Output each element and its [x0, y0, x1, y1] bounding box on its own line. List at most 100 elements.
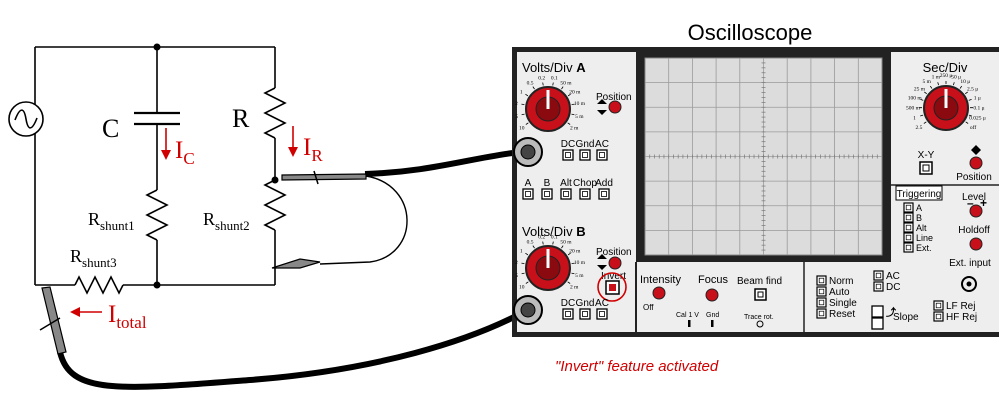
trace-rot-screw[interactable] — [756, 320, 764, 328]
panel-button[interactable] — [816, 286, 827, 297]
button-label: A — [525, 178, 532, 189]
panel-button[interactable] — [522, 188, 534, 200]
panel-button[interactable] — [560, 188, 572, 200]
panel-button[interactable] — [903, 202, 914, 213]
scale-label: 10 m — [574, 101, 586, 107]
invert-label: Invert — [601, 271, 626, 282]
button-label: Single — [829, 298, 857, 309]
button-label: HF Rej — [946, 312, 977, 323]
volts-div-b-label: Volts/Div B — [522, 224, 586, 239]
plus-icon: + — [980, 196, 987, 210]
scale-tick — [561, 245, 564, 249]
button-inner — [935, 302, 942, 309]
scale-tick — [567, 281, 571, 284]
scale-label: 50 m — [560, 80, 572, 86]
scale-label: 250 μ — [940, 73, 953, 79]
scale-tick — [525, 122, 529, 125]
horizontal-position-knob[interactable] — [969, 156, 983, 170]
scale-label: 5 — [515, 273, 518, 279]
button-inner — [601, 191, 607, 197]
xy-button[interactable] — [919, 161, 933, 175]
scale-label: 0.5 — [527, 80, 534, 86]
button-inner — [565, 152, 571, 158]
panel-button[interactable] — [562, 149, 574, 161]
triggering-label: Triggering — [897, 189, 942, 200]
intensity-knob[interactable] — [652, 286, 666, 300]
scale-label: 5 m — [923, 79, 932, 85]
scale-tick — [521, 272, 525, 275]
scale-label: 0.1 — [551, 235, 558, 241]
panel-button[interactable] — [579, 149, 591, 161]
panel-button[interactable] — [933, 300, 944, 311]
scale-tick — [968, 99, 972, 101]
scale-label: 1 — [520, 89, 523, 95]
probe-a-ground-lead — [319, 175, 408, 265]
slope-button-plus[interactable] — [871, 305, 884, 318]
sine-icon — [14, 109, 38, 129]
focus-knob[interactable] — [705, 288, 719, 302]
button-label: Ext. — [916, 243, 932, 253]
arrow-head — [70, 307, 80, 317]
scale-tick — [525, 93, 529, 97]
panel-button[interactable] — [579, 188, 591, 200]
beam-find-button[interactable] — [754, 288, 767, 301]
panel-button[interactable] — [596, 308, 608, 320]
button-label: Alt — [916, 223, 927, 233]
panel-button[interactable] — [873, 281, 884, 292]
ext-input-jack[interactable] — [961, 276, 977, 292]
panel-button[interactable] — [816, 308, 827, 319]
position-a-knob[interactable] — [608, 100, 622, 114]
jack-center — [966, 281, 972, 287]
panel-button[interactable] — [933, 311, 944, 322]
invert-annotation: "Invert" feature activated — [555, 358, 719, 375]
panel-button[interactable] — [903, 242, 914, 253]
scale-label: 2 m — [570, 284, 579, 290]
holdoff-knob[interactable] — [969, 237, 983, 251]
scale-tick — [920, 114, 924, 117]
button-inner — [565, 311, 571, 317]
panel-button[interactable] — [541, 188, 553, 200]
updown-icon — [597, 254, 607, 270]
panel-button[interactable] — [562, 308, 574, 320]
scale-label: 2.5 — [916, 125, 923, 131]
bnc-center — [520, 144, 536, 160]
scale-tick — [923, 121, 927, 124]
button-inner — [922, 164, 930, 172]
current-ic-label: IC — [175, 137, 195, 168]
button-label: Alt — [560, 178, 572, 189]
leftright-icon — [971, 145, 981, 155]
button-label: AC — [595, 298, 609, 309]
probe-a — [271, 149, 521, 269]
slope-label: Slope — [893, 312, 919, 323]
panel-button[interactable] — [903, 212, 914, 223]
gnd-terminal — [711, 320, 714, 327]
capacitor-label: C — [102, 114, 119, 143]
slope-button-minus[interactable] — [871, 317, 884, 330]
scale-tick — [567, 122, 571, 125]
scale-label: 0.5 — [527, 239, 534, 245]
panel-button[interactable] — [903, 222, 914, 233]
panel-button[interactable] — [598, 188, 610, 200]
scale-tick — [571, 262, 575, 265]
panel-button[interactable] — [596, 149, 608, 161]
scale-label: 1 — [913, 116, 916, 122]
resistor-label: R — [232, 104, 250, 133]
scale-tick — [571, 103, 575, 106]
panel-button[interactable] — [579, 308, 591, 320]
panel-button[interactable] — [873, 270, 884, 281]
invert-indicator — [609, 284, 616, 291]
gnd-label: Gnd — [706, 312, 719, 319]
current-ir-label: IR — [303, 134, 323, 165]
panel-button[interactable] — [816, 275, 827, 286]
panel-button[interactable] — [903, 232, 914, 243]
panel-button[interactable] — [816, 297, 827, 308]
scale-tick — [521, 113, 525, 116]
current-itotal — [70, 307, 102, 317]
level-knob[interactable] — [969, 204, 983, 218]
position-b-knob[interactable] — [608, 256, 622, 270]
